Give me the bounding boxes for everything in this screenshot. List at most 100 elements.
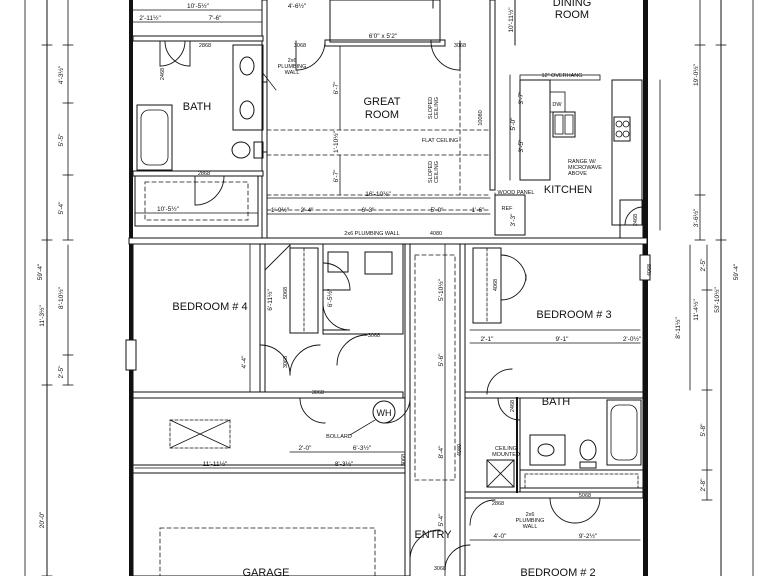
label-line: PLUMBING	[278, 64, 307, 70]
room-label-entry: ENTRY	[414, 529, 452, 541]
horizontal-dimension-labels: 10'-5½" 4'-6½" 2'-11½" 7'-6" 6'0" x 5'2"…	[139, 2, 642, 540]
dim-label: 3'-3"	[510, 213, 517, 227]
dim-label: 11'-3½"	[38, 305, 46, 327]
dim-label: 5'-0"	[431, 207, 445, 214]
dim-label: 10'-11½"	[507, 7, 515, 33]
dim-label: 5'-10½"	[437, 278, 445, 301]
dim-label: 8'-3½"	[335, 460, 354, 468]
dim-label: 3'-6½"	[692, 208, 700, 227]
dim-label: 5'-5"	[58, 133, 65, 147]
kitchen-counter	[611, 79, 643, 226]
dim-label: 2'-5"	[700, 258, 707, 272]
dim-label: 11'-11½"	[203, 460, 228, 468]
dim-label: 20'-0"	[39, 511, 46, 528]
garage-area	[132, 397, 406, 576]
right-dimension-ticks	[694, 44, 727, 501]
door-code: 3068	[283, 356, 289, 368]
dim-label: 10'-5½"	[187, 2, 210, 10]
bedroom-4-area	[132, 243, 261, 393]
dim-label: 4'-6½"	[288, 2, 307, 10]
dim-label: 6'-7"	[333, 169, 340, 183]
dim-label: 2'-1"	[481, 336, 495, 343]
refrigerator	[494, 194, 526, 236]
kitchen-island	[519, 79, 551, 181]
door-code: 4068	[647, 264, 653, 276]
note-overhang: 12" OVERHANG	[541, 73, 582, 79]
label-line: CEILING	[434, 97, 440, 119]
dim-label: 5'-8"	[700, 423, 707, 437]
room-label-bath-2: BATH	[542, 396, 571, 408]
range-icon	[613, 116, 631, 142]
dim-label: 5'-6"	[438, 353, 445, 367]
dim-label: 1'-9½"	[271, 206, 290, 214]
note-sloped-ceiling-1: SLOPEDCEILING	[428, 97, 440, 119]
label-line: CEILING	[495, 446, 517, 452]
label-line: 2x6	[288, 58, 297, 64]
dim-label: 6'-11½"	[266, 289, 274, 311]
room-label-garage: GARAGE	[242, 567, 289, 576]
door-code: 2868	[198, 171, 210, 177]
dim-label: 3'-5"	[518, 139, 525, 153]
dim-label: 5'-4"	[58, 201, 65, 215]
dim-label: 1'-10½"	[332, 130, 340, 153]
dim-label: 6'-5½"	[326, 288, 334, 307]
room-label-bedroom-3: BEDROOM # 3	[536, 309, 611, 321]
note-water-heater: WH	[377, 408, 392, 418]
dim-label: 2'-0½"	[623, 335, 642, 343]
door-code: 2868	[199, 43, 211, 49]
vertical-dimension-lines	[249, 45, 691, 576]
label-line: GREAT	[363, 96, 400, 108]
door-code: 3068	[401, 454, 407, 466]
dim-label: 11'-4½"	[692, 299, 700, 321]
label-line: ROOM	[555, 9, 589, 21]
dim-label: 4'-0"	[494, 533, 508, 540]
door-code: 5068	[579, 493, 591, 499]
dim-label: 59'-4"	[733, 263, 740, 280]
note-bollard: BOLLARD	[326, 434, 352, 440]
ceiling-fan-box	[486, 459, 515, 488]
bathtub	[606, 399, 642, 466]
note-flat-ceiling: FLAT CEILING	[422, 138, 458, 144]
left-dimension-ticks	[41, 44, 74, 576]
door-code: 4080	[430, 231, 442, 237]
note-dishwasher: DW	[552, 102, 562, 108]
dim-label: 6'0" x 5'2"	[369, 33, 398, 40]
door-code: 3068	[312, 390, 324, 396]
door-code: 5068	[283, 287, 289, 299]
label-line: ABOVE	[568, 171, 587, 177]
dim-label: 4'-4"	[241, 355, 248, 369]
door-code: 2468	[160, 68, 166, 80]
bath-2-vanity	[529, 434, 566, 466]
note-sloped-ceiling-2: SLOPEDCEILING	[428, 161, 440, 183]
window-marks	[125, 254, 651, 371]
sink-icon	[239, 56, 255, 76]
dim-label: 6'-7"	[333, 81, 340, 95]
attic-access	[169, 419, 231, 449]
label-line: CEILING	[434, 161, 440, 183]
dim-label: 2'-4"	[301, 207, 315, 214]
room-label-bedroom-2: BEDROOM # 2	[520, 567, 595, 576]
label-line: PLUMBING	[516, 518, 545, 524]
double-vanity	[232, 44, 264, 131]
garage-car-space	[159, 527, 376, 576]
kitchen-sink	[552, 111, 576, 138]
hall-dashed	[414, 254, 456, 481]
laundry-sink	[364, 251, 393, 275]
sink-icon	[537, 443, 555, 457]
label-line: SLOPED	[428, 161, 434, 183]
dim-label: 5'-0"	[510, 117, 517, 131]
great-room-kitchen-wall	[489, 0, 496, 191]
water-heater-icon	[372, 400, 396, 424]
door-code: 2468	[633, 214, 639, 226]
dim-label: 2'-8"	[700, 478, 707, 492]
door-code: 4080	[457, 444, 463, 456]
sink-icon	[239, 100, 255, 120]
toilet-icon	[231, 141, 251, 159]
label-line: MICROWAVE	[568, 165, 602, 171]
